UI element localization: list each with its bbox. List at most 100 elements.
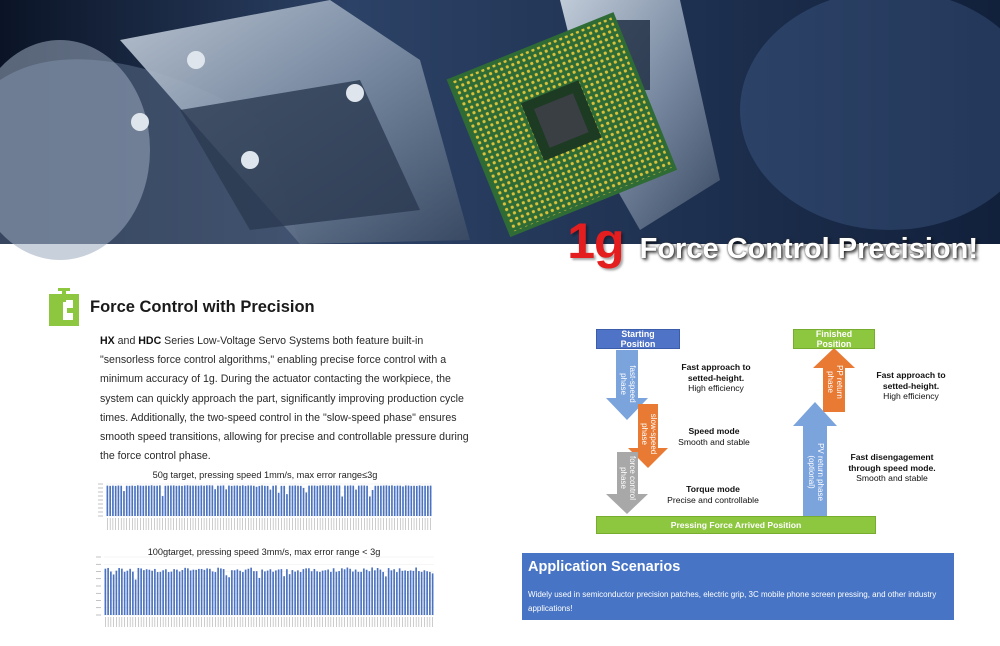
chart-bar [164, 485, 167, 516]
chart-bar [412, 570, 415, 615]
application-text: Widely used in semiconductor precision p… [528, 590, 937, 613]
chart-bar [255, 486, 258, 516]
chart-bar [401, 570, 404, 615]
step-fast-approach-sub: High efficiency [688, 383, 744, 393]
chart-bar [396, 572, 398, 615]
chart-bar [120, 485, 123, 516]
chart-bar [294, 571, 296, 615]
chart-bar [272, 485, 274, 516]
chart-bar [250, 567, 252, 615]
chart-bar [123, 571, 126, 615]
chart-bar [346, 485, 349, 516]
start-position-label: Starting Position [620, 329, 656, 349]
chart-bar [244, 485, 247, 516]
step-fast-approach-title: Fast approach to setted-height. [681, 362, 751, 383]
chart-bar [299, 485, 302, 516]
chart-bar [305, 568, 307, 615]
chart-bar [175, 485, 178, 516]
chart-bar [145, 485, 147, 516]
chart-bar [250, 485, 252, 516]
chart-bar [308, 485, 310, 516]
chart-bar [377, 485, 379, 516]
chart-bar [277, 492, 280, 516]
chart-bar [107, 567, 109, 615]
chart-bar [286, 494, 288, 516]
chart-bar [308, 568, 310, 615]
chart-bar [291, 570, 294, 615]
chart-bar [230, 485, 233, 516]
chart-bar [341, 568, 343, 615]
chart-bar [140, 568, 142, 615]
chart-bar [132, 571, 134, 615]
chart-bar [154, 568, 156, 615]
finish-position-label: Finished Position [815, 329, 853, 349]
pv-return-phase-label: PV return phase (optional) [807, 443, 825, 501]
chart-bar [137, 567, 140, 615]
chart-bar [371, 567, 373, 615]
chart-bar [253, 571, 255, 615]
chart-bar [385, 485, 388, 516]
step-fast-disengagement-sub: Smooth and stable [856, 473, 928, 483]
chart-bar [247, 568, 250, 615]
chart-bar [178, 485, 181, 516]
chart-bar [112, 574, 115, 615]
chart-bar [242, 572, 244, 615]
chart-bar [288, 485, 291, 516]
chart-bar [272, 571, 274, 615]
chart-bar [299, 571, 302, 615]
chart-bar [115, 570, 118, 615]
banner-image-robot-gripper [0, 0, 1000, 260]
chart-bar [275, 570, 277, 615]
chart-bar [402, 486, 404, 516]
chart-bar [258, 577, 261, 615]
section-description: HX and HDC Series Low-Voltage Servo Syst… [100, 332, 470, 466]
bar-chart-50g: 50g target, pressing speed 1mm/s, max er… [94, 452, 436, 532]
chart-bar [429, 485, 432, 516]
chart-bar [409, 570, 412, 615]
chart-bar [398, 568, 401, 615]
chart-bar [121, 568, 123, 615]
product-name-hdc: HDC [138, 335, 162, 347]
chart-bar [415, 485, 418, 516]
chart-bar [423, 570, 426, 615]
chart-bar [219, 485, 222, 516]
chart-bar [162, 570, 164, 615]
chart-bar [335, 571, 338, 615]
chart-bar [324, 570, 327, 615]
chart-bar [189, 570, 192, 615]
banner-headline-text: Force Control Precision! [639, 233, 978, 265]
chart-bar [407, 485, 410, 516]
chart-bar [327, 485, 330, 516]
chart-bar [170, 485, 172, 516]
chart-bar [181, 570, 184, 615]
chart-bar [368, 571, 371, 615]
chart-bar [371, 489, 374, 516]
chart-bar [217, 485, 219, 516]
chart-bar [165, 569, 167, 615]
chart-bar [125, 485, 128, 516]
chart-bar [391, 485, 393, 516]
step-torque-mode-sub: Precise and controllable [667, 494, 759, 505]
chart-bar [225, 575, 228, 615]
chart-bar [420, 571, 423, 615]
chart-bar [252, 485, 255, 516]
hero-banner: 1g Force Control Precision! [0, 0, 1000, 269]
chart-bar [200, 568, 203, 615]
chart-bar [266, 485, 269, 516]
chart-bar [335, 485, 338, 516]
chart-bar [352, 485, 355, 516]
chart-bar [330, 485, 332, 516]
chart-bar [264, 571, 266, 615]
chart-bar [231, 570, 233, 615]
chart-bar [233, 570, 236, 615]
chart-bar [352, 571, 354, 615]
chart-bar [126, 570, 129, 615]
chart-bar [244, 569, 247, 615]
chart-bar [134, 485, 136, 516]
description-joiner: and [114, 335, 139, 347]
chart-bar [192, 485, 194, 516]
chart-bar [156, 485, 158, 516]
chart-bar [110, 571, 112, 615]
banner-headline: 1g Force Control Precision! [567, 212, 978, 269]
chart-bar [233, 485, 236, 516]
